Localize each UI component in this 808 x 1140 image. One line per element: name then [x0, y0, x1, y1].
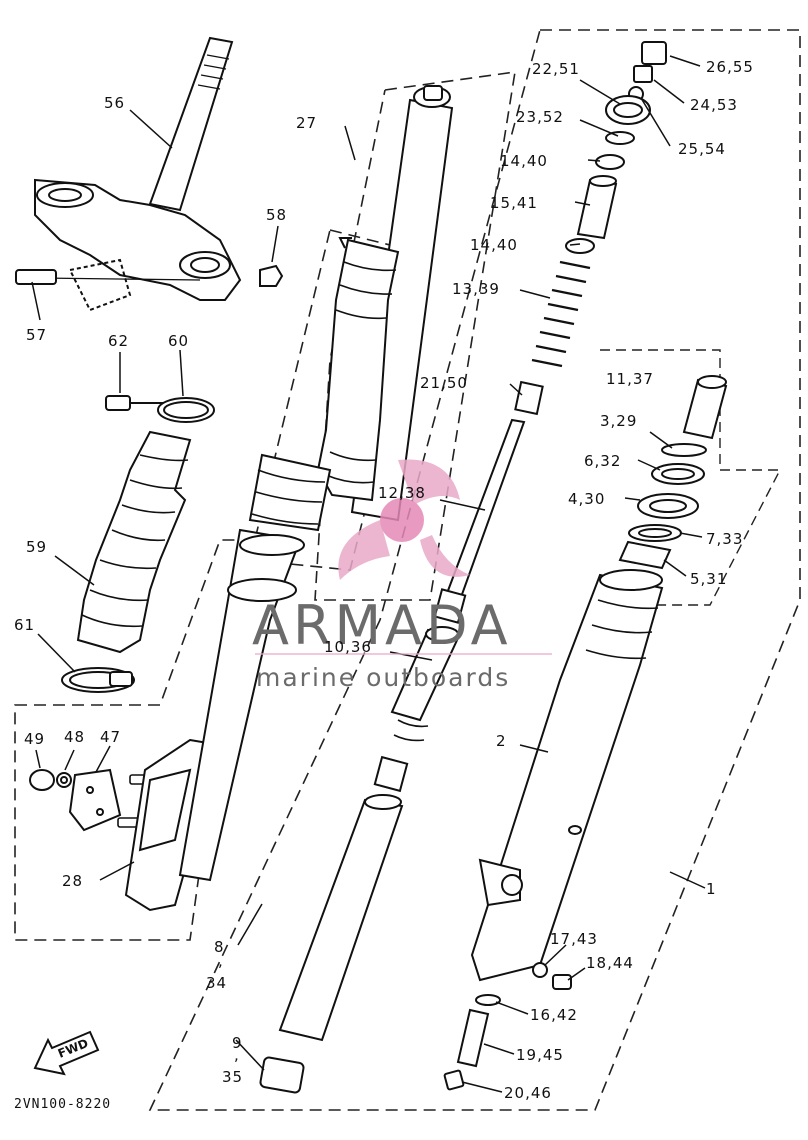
logo-propeller-blade: [420, 535, 470, 577]
cap-26-55: [641, 41, 667, 65]
callout-34: 34: [206, 974, 227, 992]
nut-58: [259, 264, 284, 287]
axle-holder-47: [68, 768, 122, 832]
callout-17-43: 17,43: [550, 930, 598, 948]
callout-6-32: 6,32: [584, 452, 621, 470]
bushing-9-35: [259, 1056, 305, 1094]
outer-tube-assembly: [443, 569, 664, 1091]
callout-9: 9: [232, 1034, 243, 1052]
spring-13-39: [531, 260, 591, 368]
callout-15-41: 15,41: [490, 194, 538, 212]
seal-parts: [618, 375, 728, 570]
fork-boot-assembly: [61, 395, 215, 693]
cap-bolt-parts: [565, 41, 667, 254]
callout-13-39: 13,39: [452, 280, 500, 298]
fork-tube-assembly-27: [178, 85, 454, 882]
callout-22-51: 22,51: [532, 60, 580, 78]
callout-48: 48: [64, 728, 85, 746]
watermark-brand: ARMADA: [252, 594, 512, 657]
callout-23-52: 23,52: [516, 108, 564, 126]
spacer-15-41: [576, 178, 618, 240]
callout-3-29: 3,29: [600, 412, 637, 430]
callout-28: 28: [62, 872, 83, 890]
outer-tube-group-boundary: [148, 29, 801, 1111]
callout-21-50: 21,50: [420, 374, 468, 392]
callout-7-33: 7,33: [706, 530, 743, 548]
callout-12-38: 12,38: [378, 484, 426, 502]
callout-11-37: 11,37: [606, 370, 654, 388]
part-callouts: 26,55 22,51 24,53 23,52 25,54 14,40 15,4…: [14, 58, 754, 1102]
callout-14-40-a: 14,40: [500, 152, 548, 170]
watermark-tagline: marine outboards: [256, 663, 510, 692]
washer-14-40-a: [595, 154, 625, 170]
callout-1: 1: [706, 880, 717, 898]
callout-61: 61: [14, 616, 35, 634]
callout-58: 58: [266, 206, 287, 224]
clip-3-29: [661, 443, 707, 457]
callout-4-30: 4,30: [568, 490, 605, 508]
callout-25-54: 25,54: [678, 140, 726, 158]
logo-hub: [380, 498, 424, 542]
callout-5-31: 5,31: [690, 570, 727, 588]
diagram-code: 2VN100-8220: [14, 1097, 111, 1112]
o-ring-16-42: [475, 994, 501, 1006]
fwd-arrow-icon: [33, 1030, 100, 1076]
logo-propeller-blade: [398, 459, 460, 505]
bolt-18-44: [552, 974, 572, 990]
valve-24-53: [633, 65, 653, 83]
washer-17-43: [532, 962, 548, 978]
callout-19-45: 19,45: [516, 1046, 564, 1064]
screw-62: [105, 395, 131, 411]
callout-20-46: 20,46: [504, 1084, 552, 1102]
callout-9-comma: ,: [234, 1046, 240, 1064]
callout-35: 35: [222, 1068, 243, 1086]
fork-boot-59: [76, 430, 192, 654]
callout-16-42: 16,42: [530, 1006, 578, 1024]
callout-8: 8: [214, 938, 225, 956]
bushing-5-31: [618, 540, 672, 570]
callout-47: 47: [100, 728, 121, 746]
callout-56: 56: [104, 94, 125, 112]
washer-14-40-b: [565, 238, 595, 254]
inner-group-boundary: [600, 349, 782, 606]
nut-49: [29, 769, 55, 791]
callout-26-55: 26,55: [706, 58, 754, 76]
callout-27: 27: [296, 114, 317, 132]
inner-tube-8-34: [278, 798, 404, 1042]
callout-14-40-b: 14,40: [470, 236, 518, 254]
stem-bolt-57: [15, 269, 57, 285]
rod-21-50: [514, 380, 544, 416]
boot-27: [316, 238, 400, 502]
logo-propeller-blade: [338, 520, 390, 580]
callout-60: 60: [168, 332, 189, 350]
callout-62: 62: [108, 332, 129, 350]
o-ring-23-52: [605, 131, 635, 145]
callout-57: 57: [26, 326, 47, 344]
steering-stem: [148, 36, 234, 212]
adjuster-19-45: [456, 1008, 490, 1068]
callout-2: 2: [496, 732, 507, 750]
watermark-logo: [255, 459, 552, 655]
callout-59: 59: [26, 538, 47, 556]
fwd-arrow: FWD: [33, 1030, 100, 1076]
callout-18-44: 18,44: [586, 954, 634, 972]
callout-10-36: 10,36: [324, 638, 372, 656]
screw-20-46: [443, 1069, 465, 1091]
callout-24-53: 24,53: [690, 96, 738, 114]
callout-49: 49: [24, 730, 45, 748]
steering-stem-assembly: [15, 36, 284, 312]
leader-lines: [31, 55, 706, 1093]
callout-8-comma: ,: [218, 952, 224, 970]
